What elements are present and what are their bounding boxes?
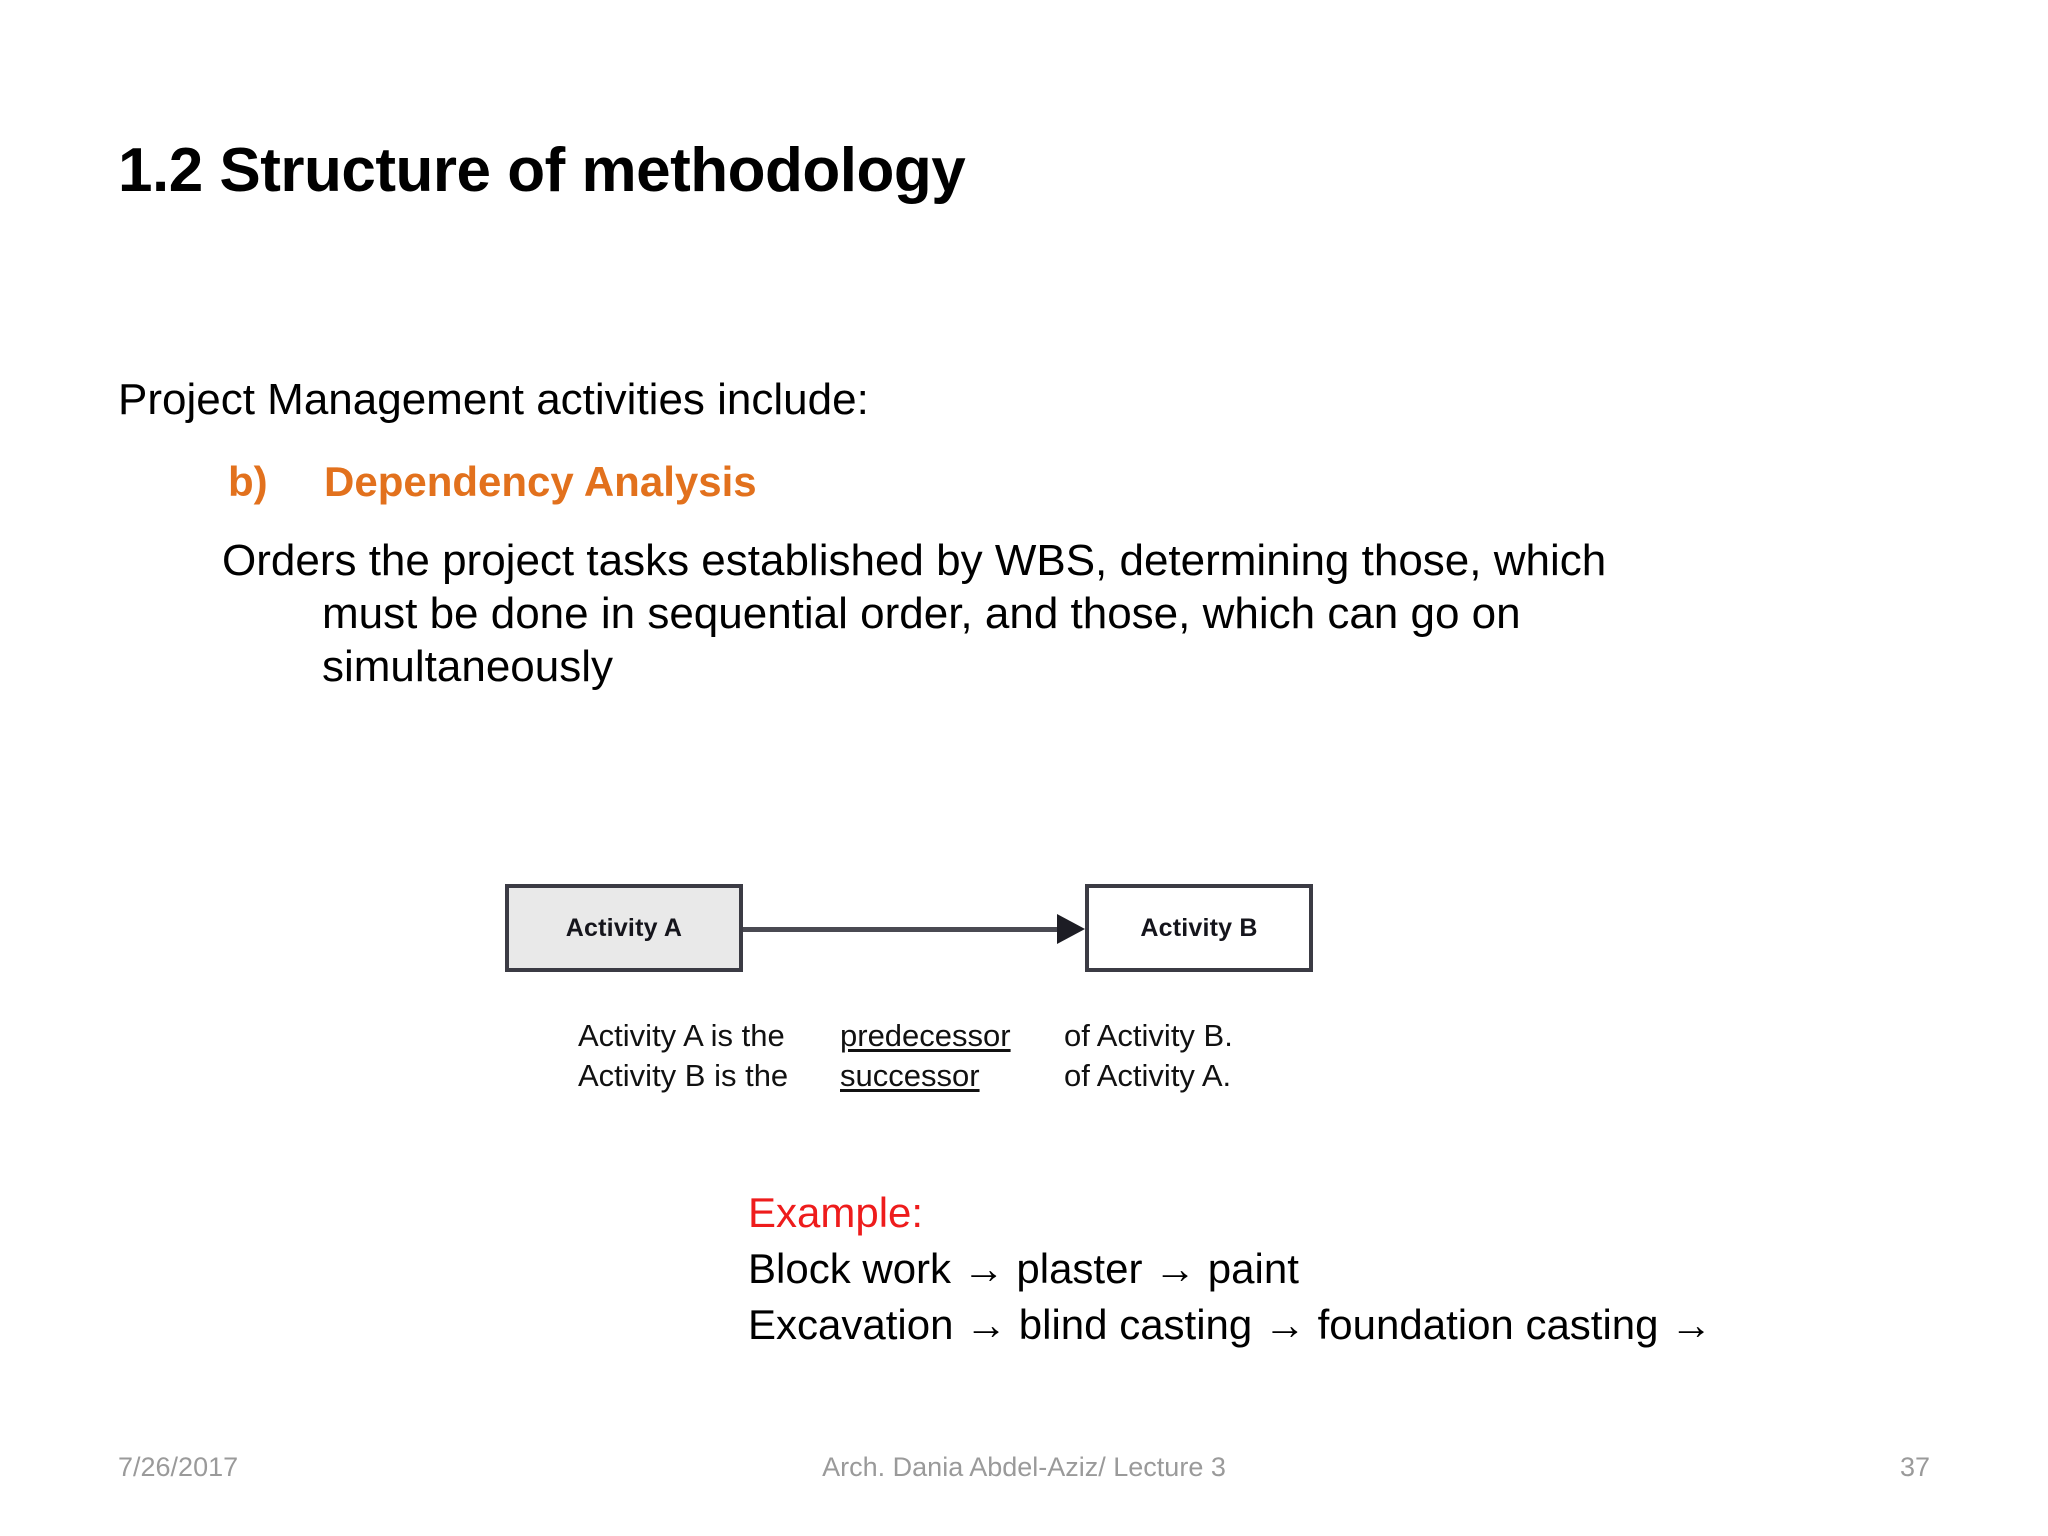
caption-2-tail: of Activity A. (1064, 1057, 1232, 1093)
footer-page-number: 37 (1899, 1452, 1930, 1482)
sub-heading-label: Dependency Analysis (324, 458, 757, 505)
intro-text: Project Management activities include: (118, 375, 869, 424)
diagram-caption-row-1: Activity A is the predecessor of Activity … (578, 1016, 1233, 1056)
diagram-caption-row-2: Activity B is the successor of Activity A. (578, 1056, 1233, 1096)
caption-1-term: predecessor (840, 1018, 1011, 1053)
footer-attribution: Arch. Dania Abdel-Aziz/ Lecture 3 (822, 1452, 1226, 1482)
example-label: Example: (748, 1189, 924, 1236)
slide-footer: 7/26/2017 Arch. Dania Abdel-Aziz/ Lectur… (0, 1452, 2048, 1492)
caption-2-lead: Activity B is the (578, 1057, 789, 1093)
sub-heading-dependency-analysis: b) Dependency Analysis (228, 458, 757, 506)
dependency-diagram: Activity A Activity B (505, 884, 1315, 976)
caption-1-lead: Activity A is the (578, 1018, 785, 1053)
arrow-right-icon (1057, 914, 1085, 944)
example-line-1: Block work → plaster → paint (748, 1244, 1299, 1292)
activity-b-box: Activity B (1085, 884, 1313, 972)
list-marker: b) (228, 458, 268, 505)
example-block: Example: Block work → plaster → paint Ex… (748, 1185, 1712, 1353)
footer-date: 7/26/2017 (118, 1452, 239, 1482)
example-line-2: Excavation → blind casting → foundation … (748, 1300, 1713, 1348)
caption-1-tail: of Activity B. (1064, 1018, 1233, 1053)
body-paragraph-line-3: simultaneously (322, 641, 614, 691)
page-title: 1.2 Structure of methodology (118, 136, 966, 205)
diagram-caption: Activity A is the predecessor of Activity … (578, 1016, 1233, 1095)
dependency-arrow-line (743, 927, 1063, 932)
activity-a-box: Activity A (505, 884, 743, 972)
caption-2-term: successor (840, 1057, 980, 1093)
body-paragraph-line-2: must be done in sequential order, and th… (322, 588, 1521, 638)
body-paragraph-line-1: Orders the project tasks established by … (222, 536, 1607, 585)
body-paragraph: Orders the project tasks established by … (222, 535, 1922, 693)
